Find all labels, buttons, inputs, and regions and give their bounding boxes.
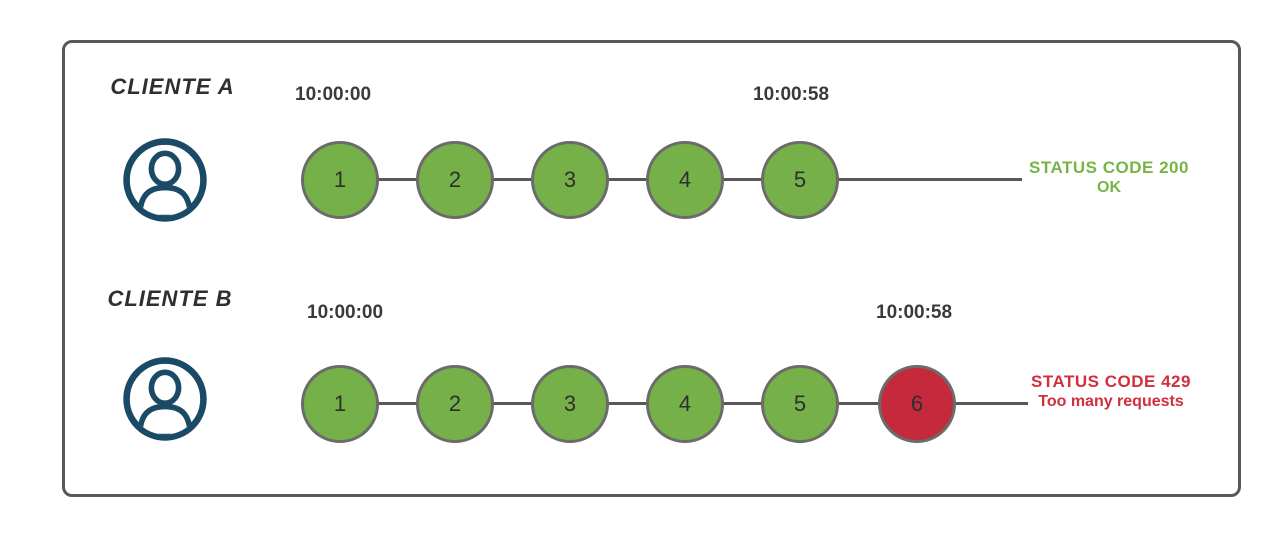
client-b-label: CLIENTE B	[107, 286, 233, 311]
request-a-5: 5	[761, 141, 839, 219]
request-a-4: 4	[646, 141, 724, 219]
client-a-start-timestamp: 10:00:00	[295, 84, 372, 105]
request-b-6-blocked: 6	[878, 365, 956, 443]
request-b-4-number: 4	[678, 391, 692, 416]
request-b-3: 3	[531, 365, 609, 443]
request-b-4: 4	[646, 365, 724, 443]
request-b-2: 2	[416, 365, 494, 443]
request-b-1-number: 1	[333, 391, 347, 416]
request-b-3-number: 3	[563, 391, 577, 416]
user-b-icon	[120, 354, 210, 444]
client-b-status-code: STATUS CODE 429	[1031, 372, 1191, 391]
request-a-1-number: 1	[333, 167, 347, 192]
request-a-3-number: 3	[563, 167, 577, 192]
client-b-start-timestamp: 10:00:00	[307, 302, 384, 323]
client-a-end-timestamp: 10:00:58	[753, 84, 830, 105]
user-a-icon	[120, 135, 210, 225]
diagram-frame	[62, 40, 1241, 497]
request-b-6-number: 6	[910, 391, 924, 416]
request-a-1: 1	[301, 141, 379, 219]
client-b-status: STATUS CODE 429 Too many requests	[1026, 372, 1196, 412]
request-a-3: 3	[531, 141, 609, 219]
request-b-5-number: 5	[793, 391, 807, 416]
client-a-status: STATUS CODE 200 OK	[1026, 158, 1192, 198]
request-b-1: 1	[301, 365, 379, 443]
request-a-2-number: 2	[448, 167, 462, 192]
client-b-end-timestamp: 10:00:58	[876, 302, 953, 323]
request-a-5-number: 5	[793, 167, 807, 192]
request-a-4-number: 4	[678, 167, 692, 192]
client-a-status-code: STATUS CODE 200	[1029, 158, 1189, 177]
request-b-5: 5	[761, 365, 839, 443]
client-b-status-message: Too many requests	[1038, 393, 1184, 410]
client-a-label: CLIENTE A	[110, 74, 235, 99]
request-b-2-number: 2	[448, 391, 462, 416]
request-a-2: 2	[416, 141, 494, 219]
client-a-status-message: OK	[1097, 179, 1121, 196]
